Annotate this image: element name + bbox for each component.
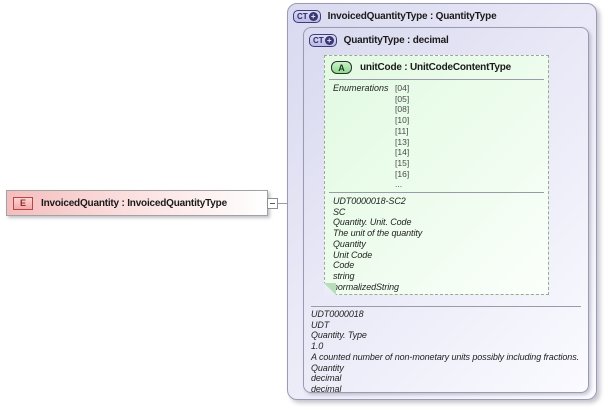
enumeration-value: [14] [395, 147, 410, 158]
attribute-unitcode[interactable]: A unitCode : UnitCodeContentType Enumera… [324, 55, 549, 295]
complextype-quantitytype[interactable]: CT + QuantityType : decimal A unitCode :… [303, 27, 589, 395]
enumerations-list: [04][05][08][10][11][13][14][15][16]... [395, 83, 409, 190]
attribute-icon: A [331, 61, 352, 74]
collapse-handle[interactable] [267, 198, 278, 209]
annotation-line: A counted number of non-monetary units p… [311, 351, 580, 362]
minus-icon [270, 203, 275, 204]
enumeration-value: [16] [395, 168, 410, 179]
annotation-line: Quantity [333, 238, 366, 249]
attribute-header[interactable]: A unitCode : UnitCodeContentType [325, 56, 548, 78]
annotation-line: Unit Code [333, 249, 373, 260]
attribute-label: unitCode : UnitCodeContentType [360, 62, 512, 73]
annotation-line: 1.0 [311, 341, 324, 352]
enumeration-value: ... [395, 179, 403, 190]
complextype-invoicedquantitytype[interactable]: CT + InvoicedQuantityType : QuantityType… [287, 3, 597, 400]
element-invoicedquantity[interactable]: E InvoicedQuantity : InvoicedQuantityTyp… [6, 190, 268, 216]
annotation-line: Quantity. Type [311, 330, 367, 341]
complextype-label: InvoicedQuantityType : QuantityType [327, 11, 497, 22]
annotation-line: UDT [311, 319, 330, 330]
annotation-line: UDT0000018 [311, 309, 364, 319]
expand-icon[interactable]: + [308, 12, 318, 21]
annotation-line: decimal [311, 373, 342, 384]
divider [311, 306, 581, 307]
annotation-line: UDT0000018-SC2 [333, 196, 406, 207]
divider [329, 192, 544, 194]
complextype-header[interactable]: CT + QuantityType : decimal [304, 28, 588, 51]
annotation-line: string [333, 270, 355, 281]
enumeration-value: [11] [395, 125, 409, 136]
annotation-line: SC [333, 206, 346, 217]
complextype-icon: CT + [309, 34, 337, 47]
complextype-header[interactable]: CT + InvoicedQuantityType : QuantityType [288, 4, 596, 27]
enumeration-value: [13] [395, 136, 410, 147]
element-icon: E [13, 196, 33, 210]
annotation-line: normalizedString [333, 281, 399, 292]
annotation-line: Quantity [311, 362, 344, 373]
divider [329, 79, 544, 80]
ct-badge-text: CT [297, 12, 308, 21]
annotation-line: Code [333, 260, 355, 271]
expand-icon[interactable]: + [324, 36, 334, 45]
enumerations-label: Enumerations [333, 83, 389, 93]
folded-corner-icon [324, 283, 336, 295]
enumeration-value: [15] [395, 157, 410, 168]
annotation-line: Quantity. Unit. Code [333, 217, 412, 228]
enumeration-value: [04] [395, 83, 410, 93]
enumeration-value: [05] [395, 93, 410, 104]
enumerations-section: Enumerations [04][05][08][10][11][13][14… [325, 80, 548, 190]
annotation-line: decimal [311, 383, 342, 394]
annotation-line: The unit of the quantity [333, 228, 423, 239]
enumeration-value: [08] [395, 104, 410, 115]
ct-badge-text: CT [313, 36, 324, 45]
connector-line [278, 203, 287, 204]
element-label: InvoicedQuantity : InvoicedQuantityType [41, 197, 227, 209]
complextype-label: QuantityType : decimal [343, 35, 449, 46]
enumeration-value: [10] [395, 115, 410, 126]
complextype-icon: CT + [293, 10, 321, 23]
